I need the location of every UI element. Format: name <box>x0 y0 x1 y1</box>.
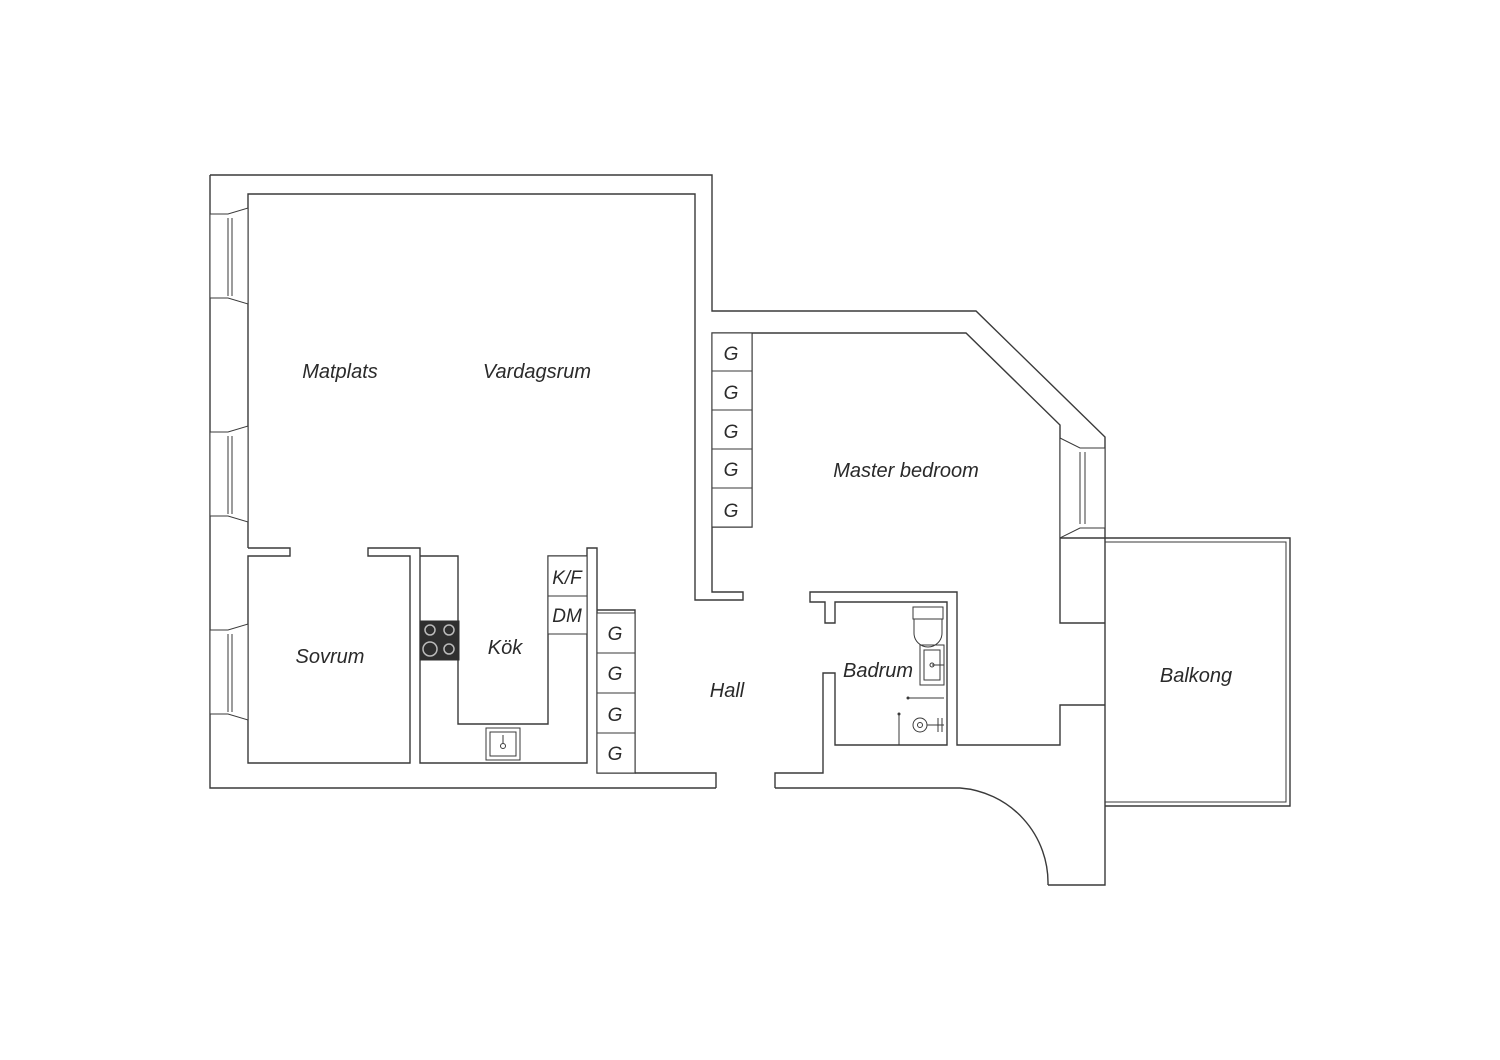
wardrobe-label: G <box>724 422 739 443</box>
kitchen-sink-icon <box>485 727 521 761</box>
room-label-sovrum: Sovrum <box>296 646 365 668</box>
wardrobes-hall: G G G G <box>596 612 636 774</box>
wardrobe-unit <box>596 692 636 734</box>
fridge-freezer <box>547 555 588 597</box>
room-label-matplats: Matplats <box>302 361 378 383</box>
room-label-hall: Hall <box>710 680 745 702</box>
wardrobe-label: G <box>608 624 623 645</box>
wardrobe-label: G <box>608 705 623 726</box>
wardrobe-unit <box>711 370 753 411</box>
wardrobe-unit <box>596 652 636 694</box>
toilet-icon <box>912 606 944 648</box>
bathroom-fixtures <box>897 606 945 745</box>
dishwasher-label: DM <box>552 606 582 627</box>
wardrobes-master: G G G G G <box>711 332 753 528</box>
stove-icon <box>419 620 460 661</box>
balcony <box>1105 537 1291 807</box>
outer-walls <box>209 174 1106 886</box>
window-left-bottom <box>209 623 249 721</box>
wardrobe-label: G <box>608 664 623 685</box>
window-left-mid <box>209 425 249 523</box>
room-label-master-bedroom: Master bedroom <box>833 460 979 482</box>
inner-walls <box>247 193 1105 788</box>
kitchen-appliances: K/F DM <box>419 555 588 761</box>
fridge-freezer-label: K/F <box>552 568 583 589</box>
wardrobe-unit <box>711 487 753 528</box>
windows <box>209 207 1106 721</box>
room-label-vardagsrum: Vardagsrum <box>483 361 591 383</box>
room-labels: Matplats Vardagsrum Master bedroom Sovru… <box>296 361 1233 702</box>
shower-icon <box>897 696 944 745</box>
window-left-top <box>209 207 249 305</box>
room-label-badrum: Badrum <box>843 660 913 682</box>
dishwasher <box>547 595 588 635</box>
room-label-kok: Kök <box>488 637 523 659</box>
wardrobe-label: G <box>724 460 739 481</box>
room-label-balkong: Balkong <box>1160 665 1232 687</box>
wardrobe-label: G <box>608 744 623 765</box>
wardrobe-label: G <box>724 383 739 404</box>
wardrobe-label: G <box>724 344 739 365</box>
window-master <box>1059 437 1106 539</box>
wardrobe-label: G <box>724 501 739 522</box>
washbasin-icon <box>919 644 945 686</box>
wardrobe-unit <box>596 732 636 774</box>
